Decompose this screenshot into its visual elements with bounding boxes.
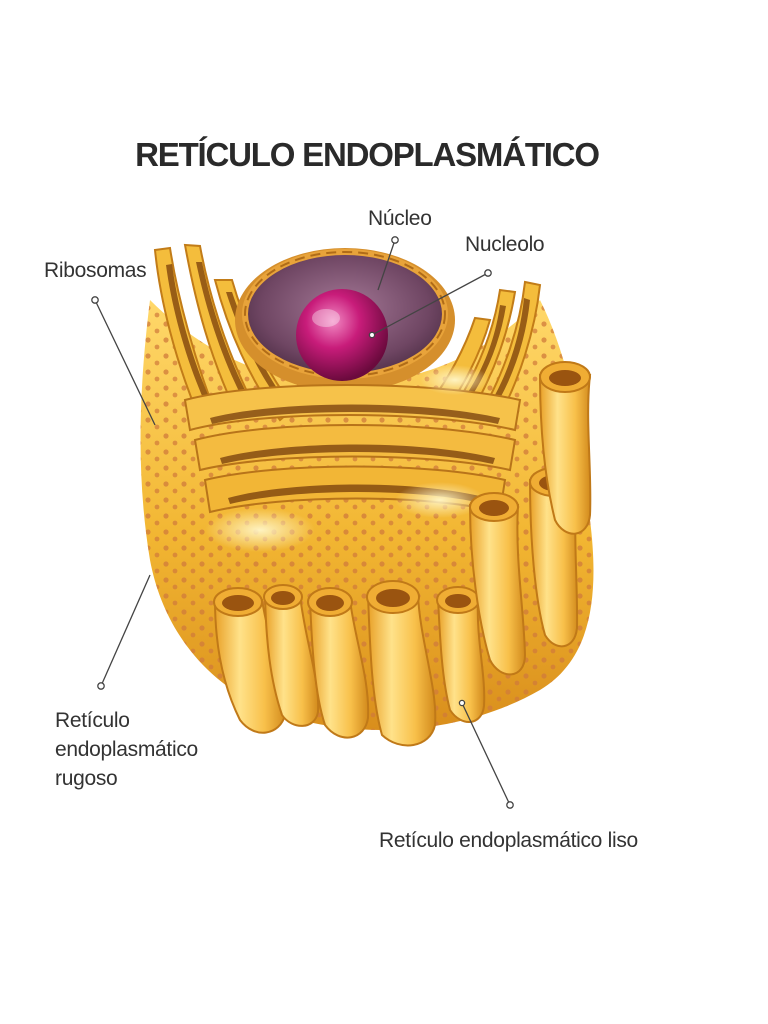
leader-ribosomas [94, 299, 156, 426]
leader-ser [461, 702, 511, 806]
label-nucleo: Núcleo [368, 207, 432, 230]
leader-nucleo [377, 239, 396, 291]
nucleolus [296, 289, 388, 381]
label-ribosomas: Ribosomas [44, 259, 147, 282]
diagram-title: RETÍCULO ENDOPLASMÁTICO [135, 136, 600, 173]
label-nucleolo: Nucleolo [465, 233, 545, 256]
leader-lines [91, 236, 514, 809]
leader-nucleolo [371, 272, 489, 336]
label-rough-er: Retículo endoplasmático rugoso [55, 709, 198, 790]
label-smooth-er: Retículo endoplasmático liso [379, 829, 638, 852]
smooth-er-tubules [213, 361, 592, 747]
leader-rer [100, 574, 151, 687]
nucleus [235, 248, 455, 392]
